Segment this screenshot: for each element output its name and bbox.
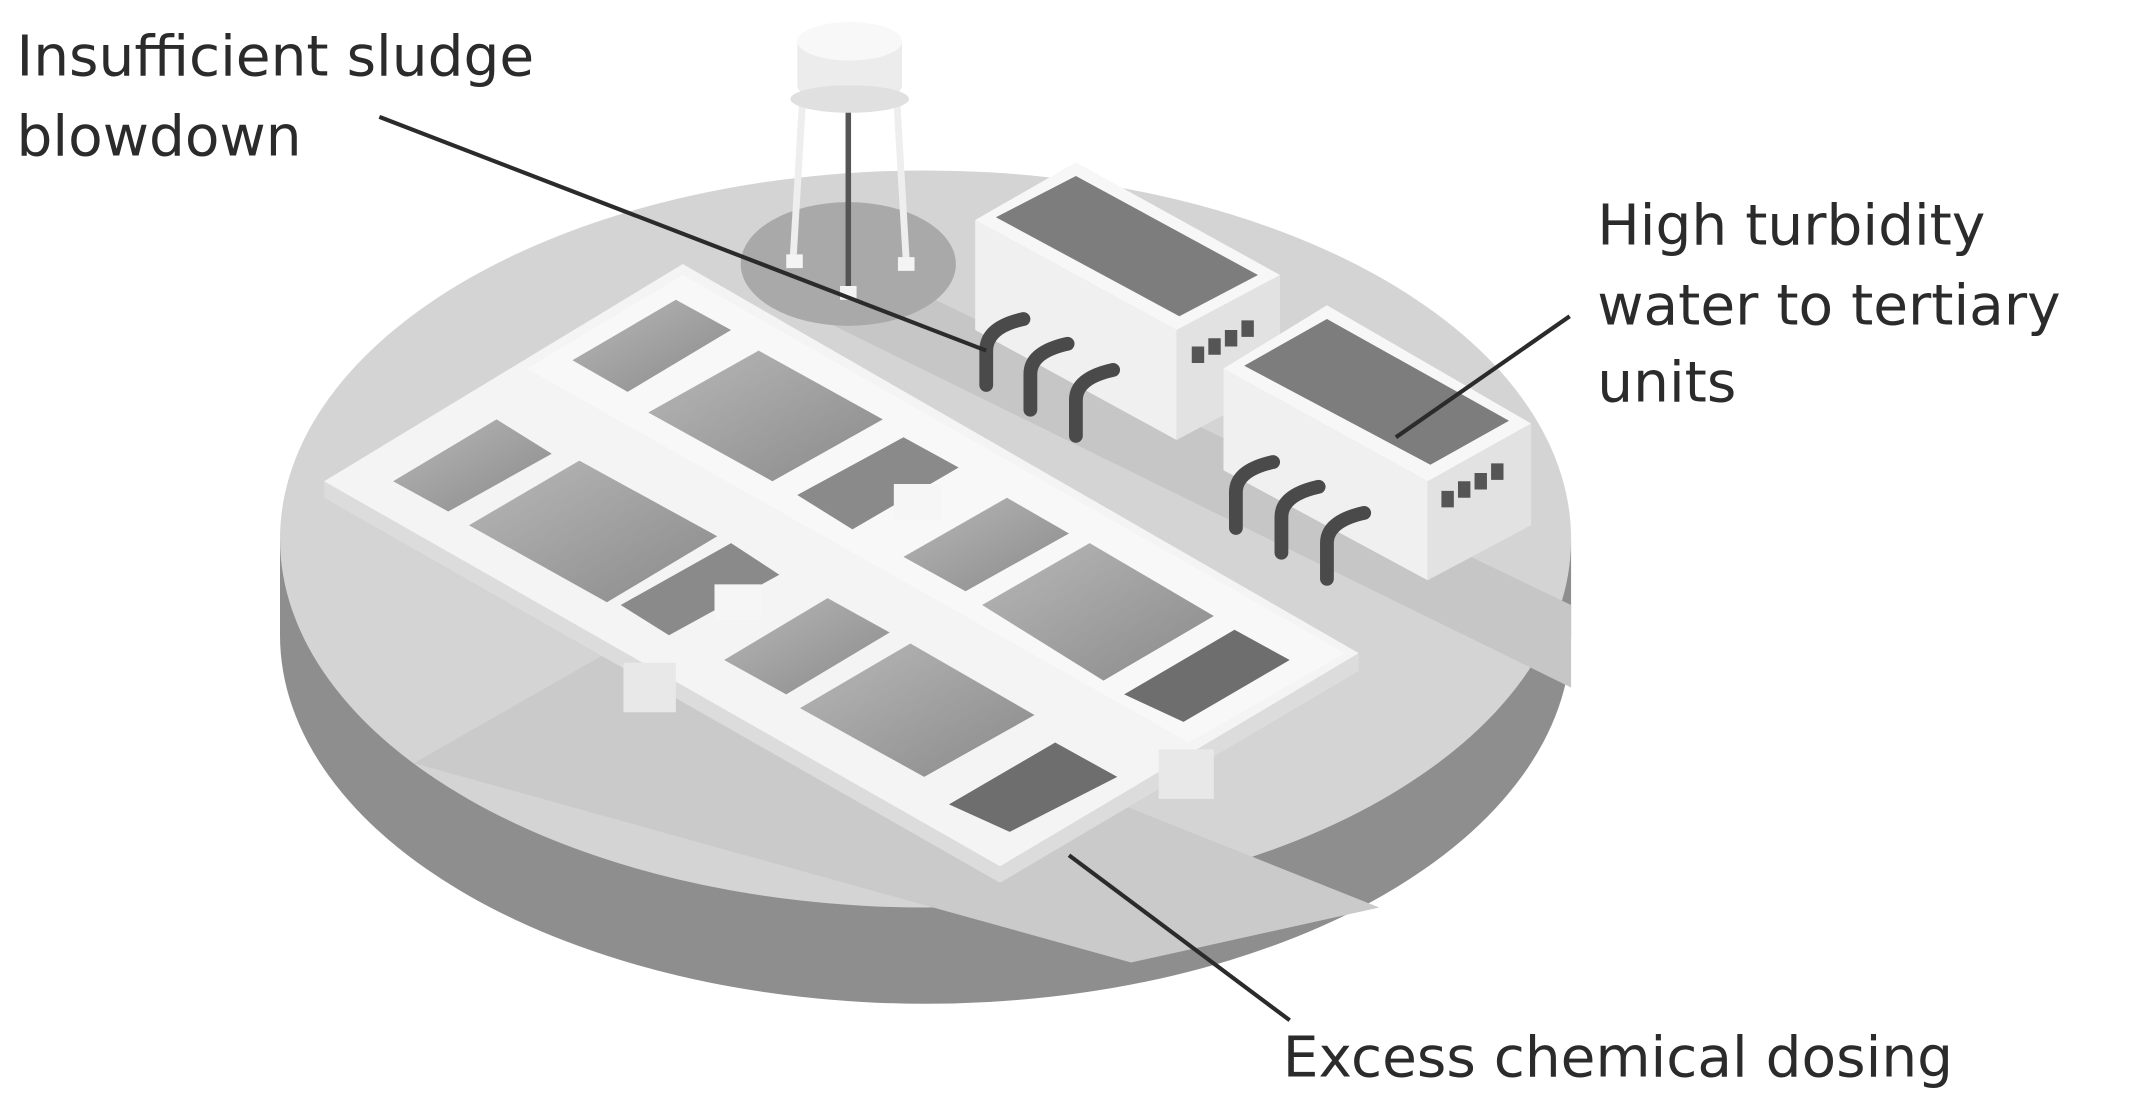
label-sludge: Insufficient sludge blowdown [17,25,553,170]
building-2 [1223,305,1532,581]
sedimentation-basins [324,264,1359,883]
leader-lines [378,114,1571,1022]
building-1 [975,162,1281,440]
water-tower [786,22,915,300]
label-turbidity: High turbidity water to tertiary units [1597,194,2078,416]
label-dosing: Excess chemical dosing [1283,1026,1953,1091]
